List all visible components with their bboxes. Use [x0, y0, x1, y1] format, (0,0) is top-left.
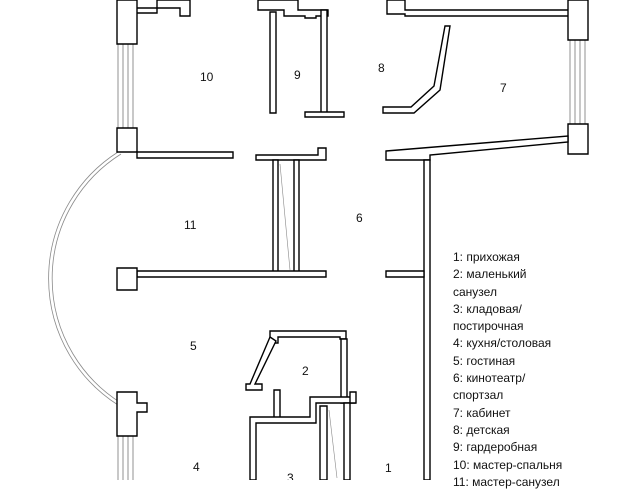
wall-room10-11-divider: [136, 151, 234, 159]
wall-room9-right: [320, 9, 328, 117]
legend-item: 6: кинотеатр/ спортзал: [453, 371, 526, 403]
wall-room11-bottom: [136, 270, 327, 278]
wall-left-pier-top: [116, 127, 138, 153]
room-number-10: 10: [200, 70, 214, 84]
wall-room2-diagonal: [245, 335, 277, 391]
wall-top-left-corner: [116, 0, 191, 45]
right-window: [569, 40, 586, 124]
shaft-diagonal: [279, 163, 291, 271]
wall-room2-right: [340, 338, 348, 404]
walls: [116, 0, 589, 480]
wall-corridor-stub: [385, 270, 425, 278]
wall-shaft-right: [293, 159, 300, 276]
wall-room11-top-right: [255, 147, 327, 161]
curved-window-arc-inner: [51, 153, 122, 404]
legend-item: 7: кабинет: [453, 405, 511, 420]
wall-room8-diagonal: [382, 25, 451, 114]
room-number-4: 4: [193, 460, 200, 474]
left-window-top: [117, 44, 134, 128]
curved-window-arc: [48, 151, 119, 406]
room-legend: 1: прихожая 2: маленький санузел 3: клад…: [453, 249, 562, 491]
legend-item: 2: маленький санузел: [453, 267, 527, 299]
room-number-7: 7: [500, 81, 507, 95]
wall-corridor-right: [423, 159, 431, 480]
wall-right-pier: [567, 123, 589, 155]
wall-top-right: [386, 0, 589, 41]
wall-left-mid-pier: [116, 267, 138, 291]
wall-entry-pier: [349, 391, 357, 404]
wall-room3-divider: [319, 405, 328, 480]
room-number-2: 2: [302, 364, 309, 378]
wall-top-center: [257, 0, 329, 19]
left-window-bottom: [117, 436, 134, 480]
floor-plan: 10 9 8 7 11 6 5 2 4 3 1: [48, 0, 589, 480]
room-number-8: 8: [378, 61, 385, 75]
legend-item: 3: кладовая/ постирочная: [453, 301, 524, 334]
room-number-6: 6: [356, 211, 363, 225]
wall-left-pier-bottom: [116, 391, 148, 437]
wall-room11-right: [272, 159, 279, 276]
wall-corridor-right-top: [385, 135, 569, 161]
legend-item: 1: прихожая: [453, 250, 520, 264]
room-number-1: 1: [385, 461, 392, 475]
legend-item: 9: гардеробная: [453, 440, 538, 455]
room-number-9: 9: [294, 68, 301, 82]
wall-room3-top: [249, 396, 356, 480]
wall-room2-left: [273, 389, 281, 421]
room-number-3: 3: [287, 471, 294, 480]
room-number-5: 5: [190, 339, 197, 353]
legend-item: 8: детская: [453, 422, 510, 437]
wall-room9-bottom: [304, 111, 345, 118]
wall-room3-right: [343, 402, 351, 480]
wall-room2-top: [269, 330, 347, 344]
room-number-11: 11: [184, 218, 197, 232]
wall-room9-left: [269, 11, 277, 114]
legend-item: 4: кухня/столовая: [453, 336, 552, 351]
legend-item: 5: гостиная: [453, 353, 516, 368]
room3-diagonal: [328, 409, 338, 479]
legend-item: 10: мастер-спальня: [453, 457, 563, 472]
legend-item: 11: мастер-санузел: [453, 474, 560, 489]
